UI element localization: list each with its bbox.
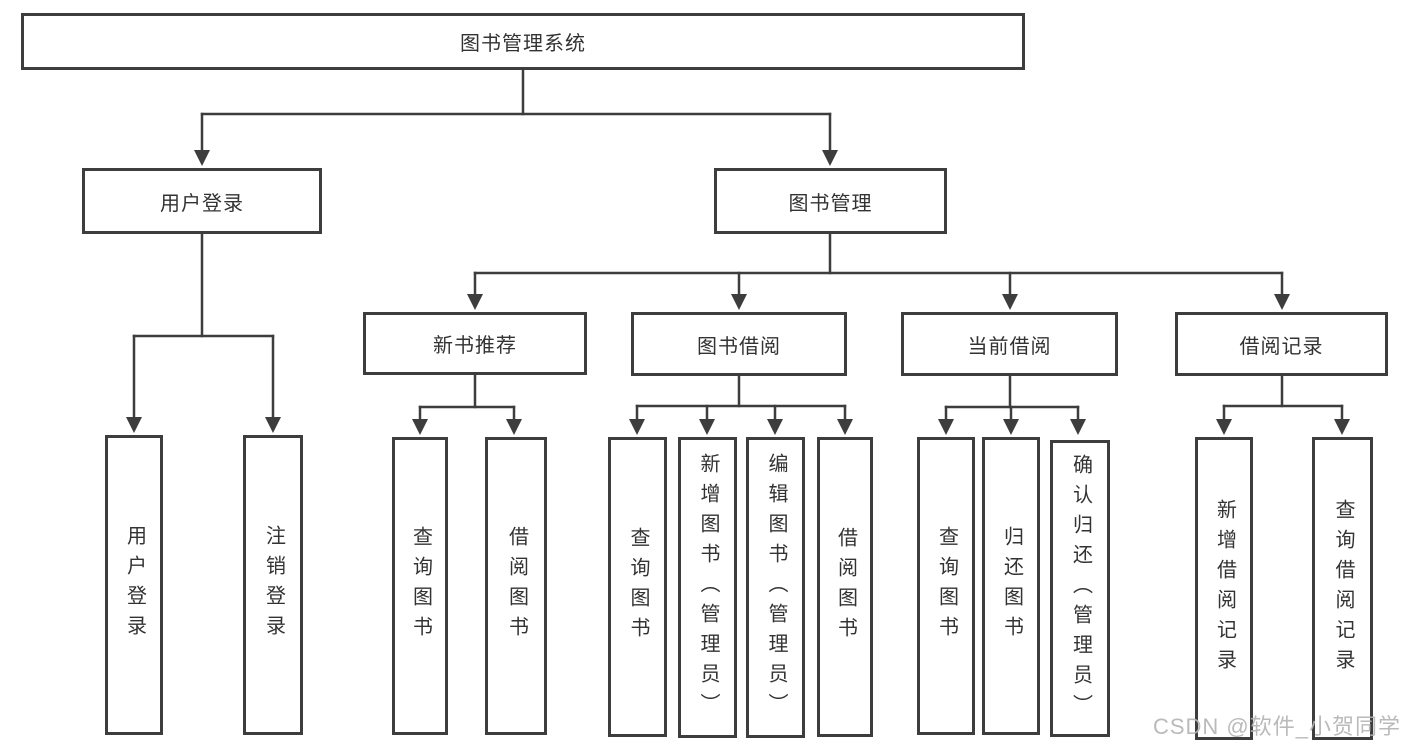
node-root-label: 图书管理系统 [460, 33, 586, 55]
leaf-user-login: 用户登录 [105, 435, 163, 735]
leaf-add-books-admin-label: 新增图书（管理员） [697, 452, 719, 723]
leaf-query-borrow-record: 查询借阅记录 [1312, 437, 1373, 740]
connector-borrow-records-children [1216, 373, 1350, 435]
csdn-watermark: CSDN @软件_小贺同学 [1152, 714, 1401, 739]
leaf-user-login-label: 用户登录 [123, 525, 146, 645]
leaf-query-books-current-label: 查询图书 [935, 526, 958, 646]
leaf-confirm-return-admin-label: 确认归还（管理员） [1069, 453, 1092, 724]
connector-user-login-branch [126, 232, 281, 433]
leaf-borrow-books-recommend-label: 借阅图书 [505, 526, 528, 646]
leaf-return-books: 归还图书 [982, 437, 1040, 735]
connector-book-management-branch [467, 232, 1290, 310]
leaf-query-books-borrow: 查询图书 [608, 437, 667, 737]
node-book-borrow-label: 图书借阅 [697, 335, 781, 358]
leaf-borrow-books-label: 借阅图书 [834, 527, 857, 647]
leaf-borrow-books: 借阅图书 [817, 437, 873, 737]
node-book-management-label: 图书管理 [788, 192, 873, 215]
node-new-book-recommend-label: 新书推荐 [433, 335, 517, 357]
leaf-logout: 注销登录 [243, 435, 303, 735]
node-root: 图书管理系统 [21, 13, 1025, 70]
leaf-query-borrow-record-label: 查询借阅记录 [1332, 498, 1354, 679]
connector-current-borrow-children [938, 373, 1086, 435]
node-user-login-label: 用户登录 [160, 192, 244, 215]
node-book-borrow: 图书借阅 [631, 312, 847, 376]
leaf-return-books-label: 归还图书 [1000, 526, 1023, 646]
leaf-edit-books-admin: 编辑图书（管理员） [746, 437, 805, 738]
leaf-query-books-current: 查询图书 [917, 437, 975, 735]
node-book-management: 图书管理 [714, 168, 947, 234]
node-new-book-recommend: 新书推荐 [363, 312, 587, 375]
leaf-add-books-admin: 新增图书（管理员） [678, 437, 737, 738]
connector-new-book-recommend-children [412, 373, 522, 435]
leaf-query-books-recommend: 查询图书 [392, 437, 448, 735]
leaf-logout-label: 注销登录 [262, 525, 285, 645]
leaf-add-borrow-record: 新增借阅记录 [1195, 437, 1253, 740]
node-current-borrow: 当前借阅 [901, 312, 1118, 376]
leaf-confirm-return-admin: 确认归还（管理员） [1050, 440, 1110, 737]
node-current-borrow-label: 当前借阅 [967, 335, 1052, 358]
leaf-edit-books-admin-label: 编辑图书（管理员） [765, 452, 787, 723]
connector-book-borrow-children [629, 373, 853, 435]
node-borrow-records: 借阅记录 [1175, 312, 1388, 376]
leaf-query-books-borrow-label: 查询图书 [627, 527, 649, 647]
leaf-add-borrow-record-label: 新增借阅记录 [1213, 498, 1236, 679]
node-borrow-records-label: 借阅记录 [1239, 335, 1324, 358]
leaf-borrow-books-recommend: 借阅图书 [485, 437, 547, 735]
connector-root-to-level2 [194, 67, 838, 166]
node-user-login: 用户登录 [82, 168, 322, 234]
leaf-query-books-recommend-label: 查询图书 [409, 526, 432, 646]
